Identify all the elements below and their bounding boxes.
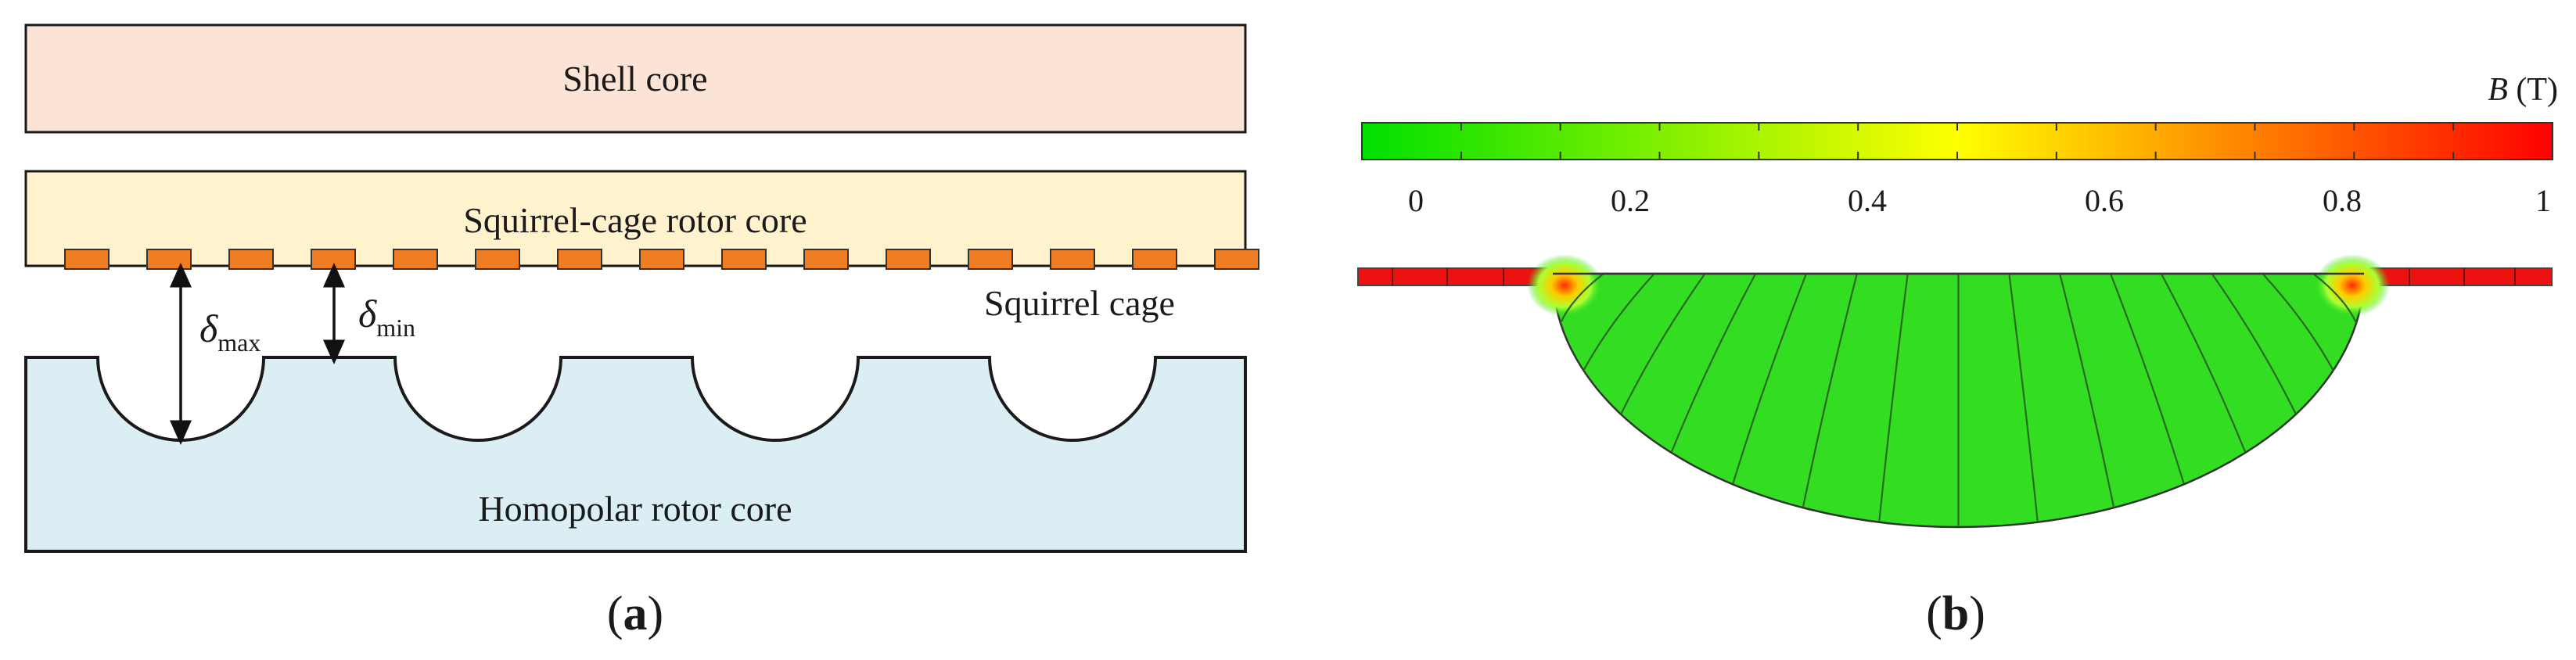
flux-line xyxy=(2160,273,2247,453)
colorbar-tick-label: 0.8 xyxy=(2323,183,2362,218)
flux-line xyxy=(1732,273,1808,484)
flux-line xyxy=(1670,273,1757,453)
colorbar-tick-labels: 0 0.2 0.4 0.6 0.8 1 xyxy=(1408,183,2551,218)
delta-max-subscript: max xyxy=(217,328,260,357)
cage-bar xyxy=(968,249,1013,270)
delta-min-label: δmin xyxy=(358,292,415,342)
flux-line xyxy=(1583,273,1655,371)
flux-line xyxy=(1620,273,1706,414)
cage-bar xyxy=(393,249,438,270)
caption-a-open: ( xyxy=(607,587,623,640)
shell-core-block xyxy=(24,23,1247,134)
cage-bar xyxy=(803,249,849,270)
caption-a: (a) xyxy=(607,587,663,640)
delta-min-symbol: δ xyxy=(358,292,377,335)
squirrel-cage-label: Squirrel cage xyxy=(984,283,1175,323)
delta-max-symbol: δ xyxy=(199,307,218,350)
caption-b-open: ( xyxy=(1926,587,1942,640)
flux-line xyxy=(1878,273,1909,522)
colorbar-title-unit: (T) xyxy=(2508,72,2558,108)
flux-line xyxy=(2059,273,2114,508)
homopolar-core-label: Homopolar rotor core xyxy=(478,489,792,529)
colorbar-title-symbol: B xyxy=(2488,72,2508,108)
strip-segment-lines xyxy=(1392,268,2516,285)
flux-line xyxy=(2262,273,2334,371)
caption-b-close: ) xyxy=(1969,587,1985,640)
shell-core-label: Shell core xyxy=(562,59,707,99)
cage-bar xyxy=(1214,249,1259,270)
homopolar-core-block xyxy=(24,356,1247,553)
right-corner-hotspot xyxy=(2315,254,2390,317)
panel-b: B (T) 0 0.2 0.4 0.6 0.8 1 (b) xyxy=(1357,72,2558,640)
cage-bars xyxy=(64,249,1259,270)
panel-a: Shell core Squirrel-cage rotor core Squi… xyxy=(24,23,1259,640)
colorbar-tick-label: 0.2 xyxy=(1611,183,1650,218)
rotor-core-label: Squirrel-cage rotor core xyxy=(463,200,807,240)
colorbar-tick-label: 1 xyxy=(2535,183,2551,218)
caption-a-close: ) xyxy=(648,587,664,640)
flux-line xyxy=(1802,273,1858,508)
delta-min-subscript: min xyxy=(376,314,415,342)
flux-line xyxy=(1559,273,1604,324)
cage-bar xyxy=(1132,249,1177,270)
cage-bar xyxy=(639,249,684,270)
flux-line xyxy=(2109,273,2185,484)
cage-bar xyxy=(721,249,767,270)
colorbar-tick-label: 0.4 xyxy=(1848,183,1887,218)
caption-b-letter: b xyxy=(1942,587,1969,640)
cage-bar xyxy=(475,249,520,270)
colorbar-title: B (T) xyxy=(2488,72,2558,108)
cage-bar xyxy=(146,249,192,270)
caption-a-letter: a xyxy=(623,587,648,640)
colorbar-minor-ticks xyxy=(1460,123,2455,160)
flux-line xyxy=(2211,273,2297,414)
caption-b: (b) xyxy=(1926,587,1985,640)
cage-bar xyxy=(228,249,274,270)
delta-max-label: δmax xyxy=(199,307,260,357)
left-corner-hotspot xyxy=(1527,254,1602,317)
cage-bar xyxy=(1050,249,1095,270)
colorbar-tick-label: 0.6 xyxy=(2085,183,2124,218)
colorbar-tick-label: 0 xyxy=(1408,183,1424,218)
cage-bar xyxy=(64,249,110,270)
cage-bar xyxy=(886,249,931,270)
flux-line xyxy=(2008,273,2039,522)
flux-lines xyxy=(1559,273,2358,526)
cage-bar xyxy=(557,249,602,270)
flux-line xyxy=(2312,273,2358,324)
cage-bar xyxy=(311,249,356,270)
